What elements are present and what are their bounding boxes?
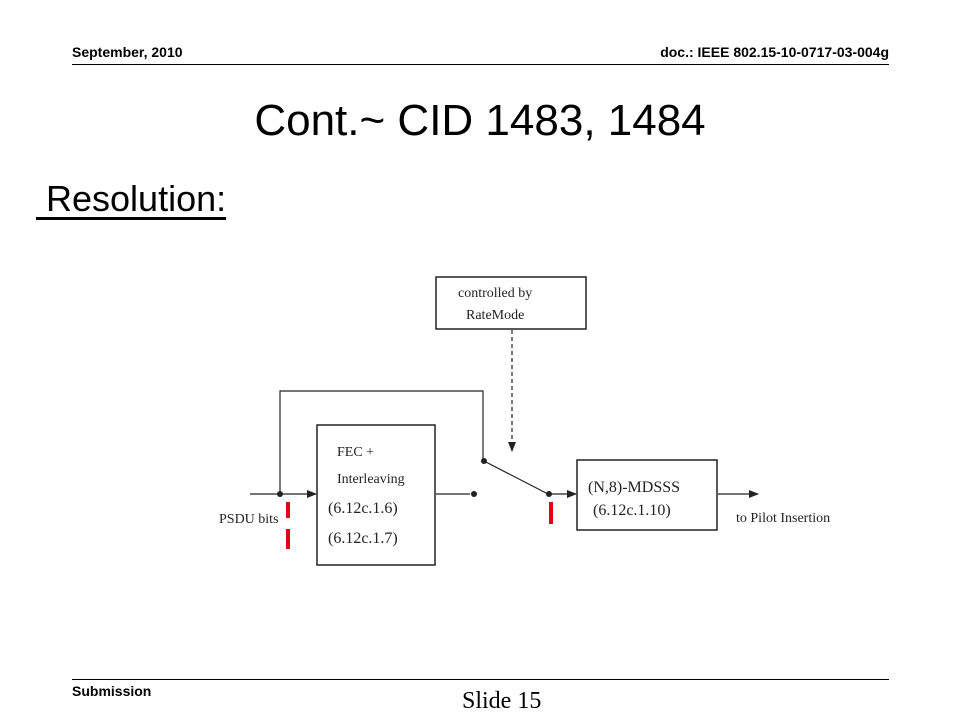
- mdsss-box: (N,8)-MDSSS (6.12c.1.10): [576, 459, 718, 531]
- fec-line-4: (6.12c.1.7): [328, 530, 398, 547]
- fec-line-1: FEC +: [337, 445, 374, 460]
- header-divider: [72, 64, 889, 65]
- fec-line-3: (6.12c.1.6): [328, 500, 398, 517]
- header-doc-id: doc.: IEEE 802.15-10-0717-03-004g: [660, 44, 889, 60]
- control-box-line-1: controlled by: [458, 286, 532, 301]
- fec-line-2: Interleaving: [337, 472, 405, 487]
- slide-title: Cont.~ CID 1483, 1484: [254, 96, 706, 145]
- switch-bottom-contact: [471, 491, 477, 497]
- red-marker-1: [286, 502, 290, 518]
- control-box-line-2: RateMode: [466, 308, 524, 323]
- slide-number: Slide 15: [462, 688, 542, 714]
- input-label: PSDU bits: [219, 512, 279, 527]
- red-marker-3: [549, 502, 553, 524]
- fec-interleaving-box: FEC + Interleaving (6.12c.1.6) (6.12c.1.…: [316, 424, 436, 566]
- output-label: to Pilot Insertion: [736, 511, 830, 526]
- footer-divider: [72, 679, 889, 680]
- slide-subtitle: Resolution:: [36, 178, 227, 219]
- bypass-path: [279, 390, 484, 494]
- footer-submission: Submission: [72, 683, 152, 699]
- red-marker-2: [286, 529, 290, 549]
- control-box: controlled by RateMode: [435, 276, 587, 330]
- mdsss-line-2: (6.12c.1.10): [593, 502, 671, 519]
- mdsss-line-1: (N,8)-MDSSS: [588, 479, 680, 496]
- header-date: September, 2010: [72, 44, 183, 60]
- switch-arm: [483, 460, 549, 495]
